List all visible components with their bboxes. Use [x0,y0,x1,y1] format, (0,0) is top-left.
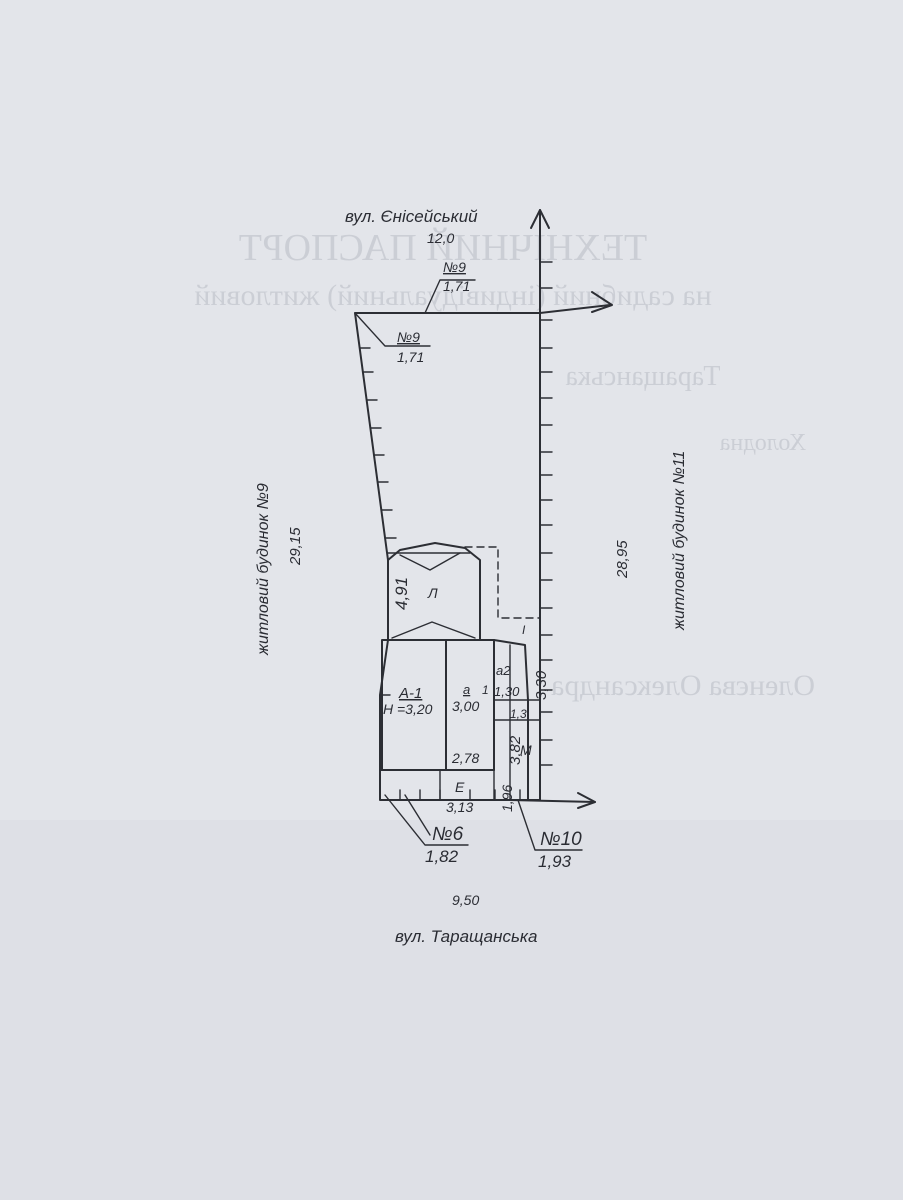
neighbor-right-label: житловий будинок №11 [671,451,688,631]
right-ticks [539,261,553,766]
m-length-label: 3,82 [507,735,524,765]
a-width-label: 3,00 [452,698,479,714]
m-label: М [520,742,532,758]
ghost-word: Холодна [719,430,806,456]
marker-left-value: 1,71 [397,349,424,365]
a2-width-label: 1,30 [494,684,520,699]
e-label: Е [455,779,465,795]
north-axis-line [539,304,611,314]
marker-top-value: 1,71 [443,278,470,294]
a-label: а [463,682,470,697]
neighbor-left-label: житловий будинок №9 [255,483,272,656]
marker-6-number: №6 [432,824,464,845]
east-arrow-head [591,291,613,313]
shed-outline-dashed [464,546,541,619]
paper-shade [0,820,903,1200]
marker-left-number: №9 [397,329,420,345]
small-dimension-label: 1,3 [510,707,527,721]
north-arrow-head [530,209,550,229]
l-width-label: 4,91 [392,577,411,610]
small-length-label: 1,96 [499,785,515,812]
bleed-through-text: ТЕХНІЧНИЙ ПАСПОРТ на садибний (індивідуа… [194,227,815,702]
marker-10-number: №10 [540,829,582,850]
gate-label: І [522,623,526,637]
street-south-label: вул. Таращанська [395,927,537,946]
a2-label: а2 [496,663,511,678]
marker-10-value: 1,93 [538,852,572,871]
top-width-label: 12,0 [427,230,454,246]
ghost-owner: Оленєва Олександра [551,669,815,702]
a1-label: А-1 [398,685,422,702]
building-a1 [379,639,495,801]
south-arrow-head [577,792,596,809]
south-axis-line [509,799,596,803]
right-length-label: 28,95 [614,540,631,579]
left-length-label: 29,15 [287,527,304,566]
ghost-street: Таращанська [565,361,721,392]
bottom-width-label: 9,50 [452,892,479,908]
a-height-label: Н =3,20 [383,701,433,717]
building-a2 [493,639,541,801]
ghost-title: ТЕХНІЧНИЙ ПАСПОРТ [239,227,648,269]
leader-lines [354,279,583,851]
a-one-label: 1 [482,683,489,697]
a-lower-label: 2,78 [451,750,479,766]
marker-6-value: 1,82 [425,847,459,866]
a2-length-label: 3,30 [533,670,550,700]
l-building-label: Л [427,585,438,601]
e-width-label: 3,13 [446,799,473,815]
marker-top-number: №9 [443,259,466,275]
street-north-label: вул. Єнісейський [345,207,478,226]
ghost-subtitle: на садибний (індивідуальний) житловий [194,279,711,312]
